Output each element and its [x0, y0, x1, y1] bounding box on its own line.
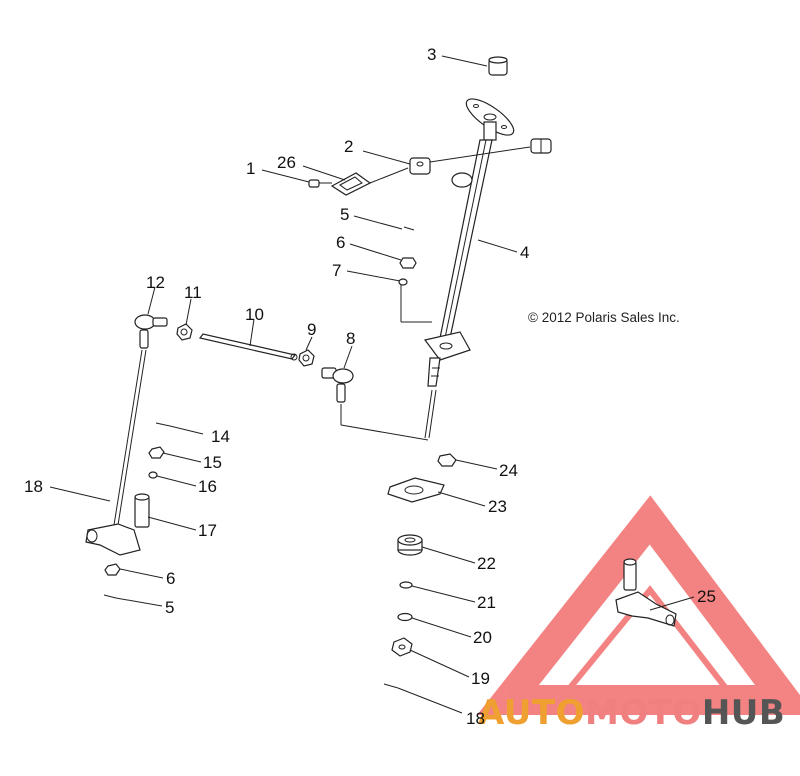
callout-labels: 3 2 26 1 4 5 6 7 12 11 10 9 8 14 15 16 1… — [24, 45, 716, 728]
spindle-right — [615, 558, 677, 627]
cotter-pin-top — [403, 226, 415, 231]
watermark-moto: MOTO — [585, 693, 702, 733]
callout-20: 20 — [473, 628, 492, 647]
bearing-part — [397, 534, 423, 556]
cotter-pin-14 — [155, 422, 171, 427]
cap-part — [488, 56, 508, 76]
copyright-text: © 2012 Polaris Sales Inc. — [528, 310, 680, 325]
watermark-hub: HUB — [702, 693, 785, 733]
switch-part — [409, 138, 552, 175]
bracket-part — [330, 167, 409, 196]
callout-6-top: 6 — [336, 233, 345, 252]
callout-18-bottom: 18 — [466, 709, 485, 728]
watermark-logo: AUTOMOTOHUB — [477, 495, 800, 733]
jam-nut-right — [298, 349, 315, 367]
callout-12: 12 — [146, 273, 165, 292]
nut-24 — [437, 453, 457, 467]
callout-6-left: 6 — [166, 569, 175, 588]
callout-10: 10 — [245, 305, 264, 324]
callout-5-top: 5 — [340, 205, 349, 224]
callout-14: 14 — [211, 427, 230, 446]
washer-top — [398, 278, 408, 286]
callout-18-left: 18 — [24, 477, 43, 496]
washer-20 — [397, 612, 413, 622]
callout-9: 9 — [307, 320, 316, 339]
tie-rod-part — [198, 333, 298, 361]
leader-lines — [49, 55, 695, 714]
flange-part — [387, 477, 445, 503]
callout-3: 3 — [427, 45, 436, 64]
steering-post-part — [423, 98, 515, 439]
tie-rod-end-left — [113, 314, 168, 526]
watermark-auto: AUTO — [478, 693, 585, 733]
castle-nut-top — [399, 257, 417, 269]
callout-2: 2 — [344, 137, 353, 156]
callout-21: 21 — [477, 593, 496, 612]
callout-16: 16 — [198, 477, 217, 496]
watermark-triangle — [477, 495, 800, 715]
callout-24: 24 — [499, 461, 518, 480]
nut-19 — [391, 637, 413, 657]
callout-8: 8 — [346, 329, 355, 348]
callout-25: 25 — [697, 587, 716, 606]
callout-5-left: 5 — [165, 598, 174, 617]
jam-nut-left — [176, 323, 193, 341]
nut-15 — [148, 446, 165, 459]
callout-22: 22 — [477, 554, 496, 573]
callout-26: 26 — [277, 153, 296, 172]
callout-15: 15 — [203, 453, 222, 472]
washer-21 — [399, 581, 413, 589]
callout-4: 4 — [520, 243, 529, 262]
callout-7: 7 — [332, 261, 341, 280]
cotter-pin-5-left — [103, 594, 117, 599]
cotter-pin-18-left — [96, 497, 111, 502]
tie-rod-end-right — [321, 367, 429, 441]
callout-19: 19 — [471, 669, 490, 688]
callout-1: 1 — [246, 159, 255, 178]
spindle-left — [85, 493, 150, 556]
callout-17: 17 — [198, 521, 217, 540]
washer-16 — [148, 471, 158, 479]
callout-11: 11 — [184, 283, 202, 302]
callout-23: 23 — [488, 497, 507, 516]
bolt-part-1 — [308, 179, 332, 188]
svg-text:AUTOMOTOHUB: AUTOMOTOHUB — [478, 693, 785, 733]
castle-nut-left — [104, 563, 121, 576]
cotter-pin-bottom — [383, 683, 399, 689]
